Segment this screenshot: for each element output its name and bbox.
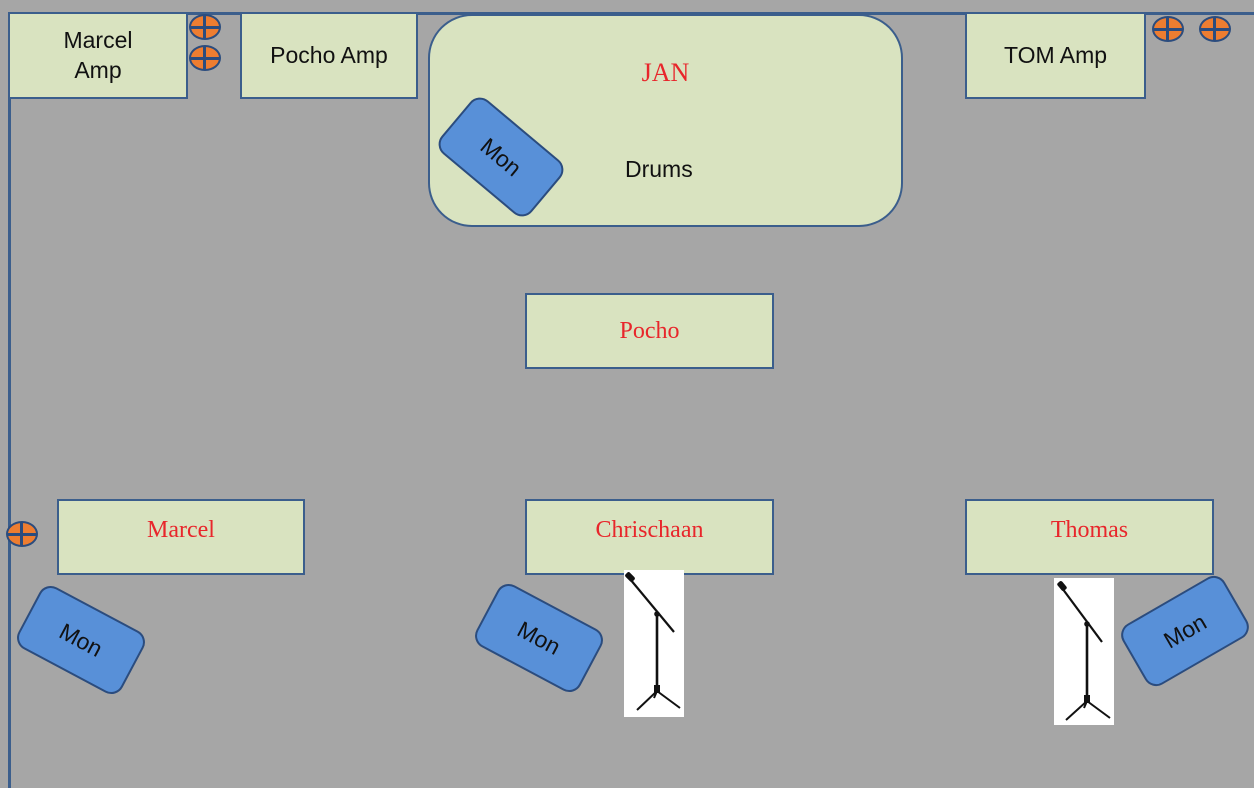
monitor-chrischaan: Mon <box>470 579 608 697</box>
mic-stand-chrischaan <box>624 570 684 717</box>
member-marcel-label: Marcel <box>147 517 215 543</box>
drums-label: Drums <box>625 156 693 182</box>
tom-amp: TOM Amp <box>965 12 1146 99</box>
monitor-thomas-label: Mon <box>1158 608 1211 654</box>
power-outlet-icon <box>1152 16 1184 42</box>
member-pocho: Pocho <box>525 293 774 369</box>
mic-stand-icon <box>1057 581 1111 721</box>
member-chrischaan: Chrischaan <box>525 499 774 575</box>
member-pocho-label: Pocho <box>619 317 680 344</box>
mic-stand-thomas <box>1054 578 1114 725</box>
power-outlet-icon <box>189 45 221 71</box>
drummer-name: JAN <box>641 58 690 87</box>
member-thomas-label: Thomas <box>1050 517 1129 543</box>
member-chrischaan-label: Chrischaan <box>595 517 704 543</box>
member-thomas: Thomas <box>965 499 1214 575</box>
pocho-amp-label: Pocho Amp <box>270 41 388 68</box>
marcel-amp: Marcel Amp <box>8 12 188 99</box>
marcel-amp-label: Marcel Amp <box>63 26 133 83</box>
monitor-marcel-label: Mon <box>55 617 108 662</box>
power-outlet-icon <box>6 521 38 547</box>
monitor-drums-label: Mon <box>475 132 527 181</box>
mic-stand-icon <box>625 572 681 711</box>
monitor-marcel: Mon <box>12 581 150 699</box>
power-outlet-icon <box>189 14 221 40</box>
tom-amp-label: TOM Amp <box>1003 41 1108 68</box>
member-marcel: Marcel <box>57 499 305 575</box>
monitor-thomas: Mon <box>1116 571 1254 691</box>
stage-edge-left <box>8 12 11 788</box>
pocho-amp: Pocho Amp <box>240 12 418 99</box>
stage-edge-top <box>8 12 1254 15</box>
monitor-chrischaan-label: Mon <box>513 615 566 660</box>
power-outlet-icon <box>1199 16 1231 42</box>
